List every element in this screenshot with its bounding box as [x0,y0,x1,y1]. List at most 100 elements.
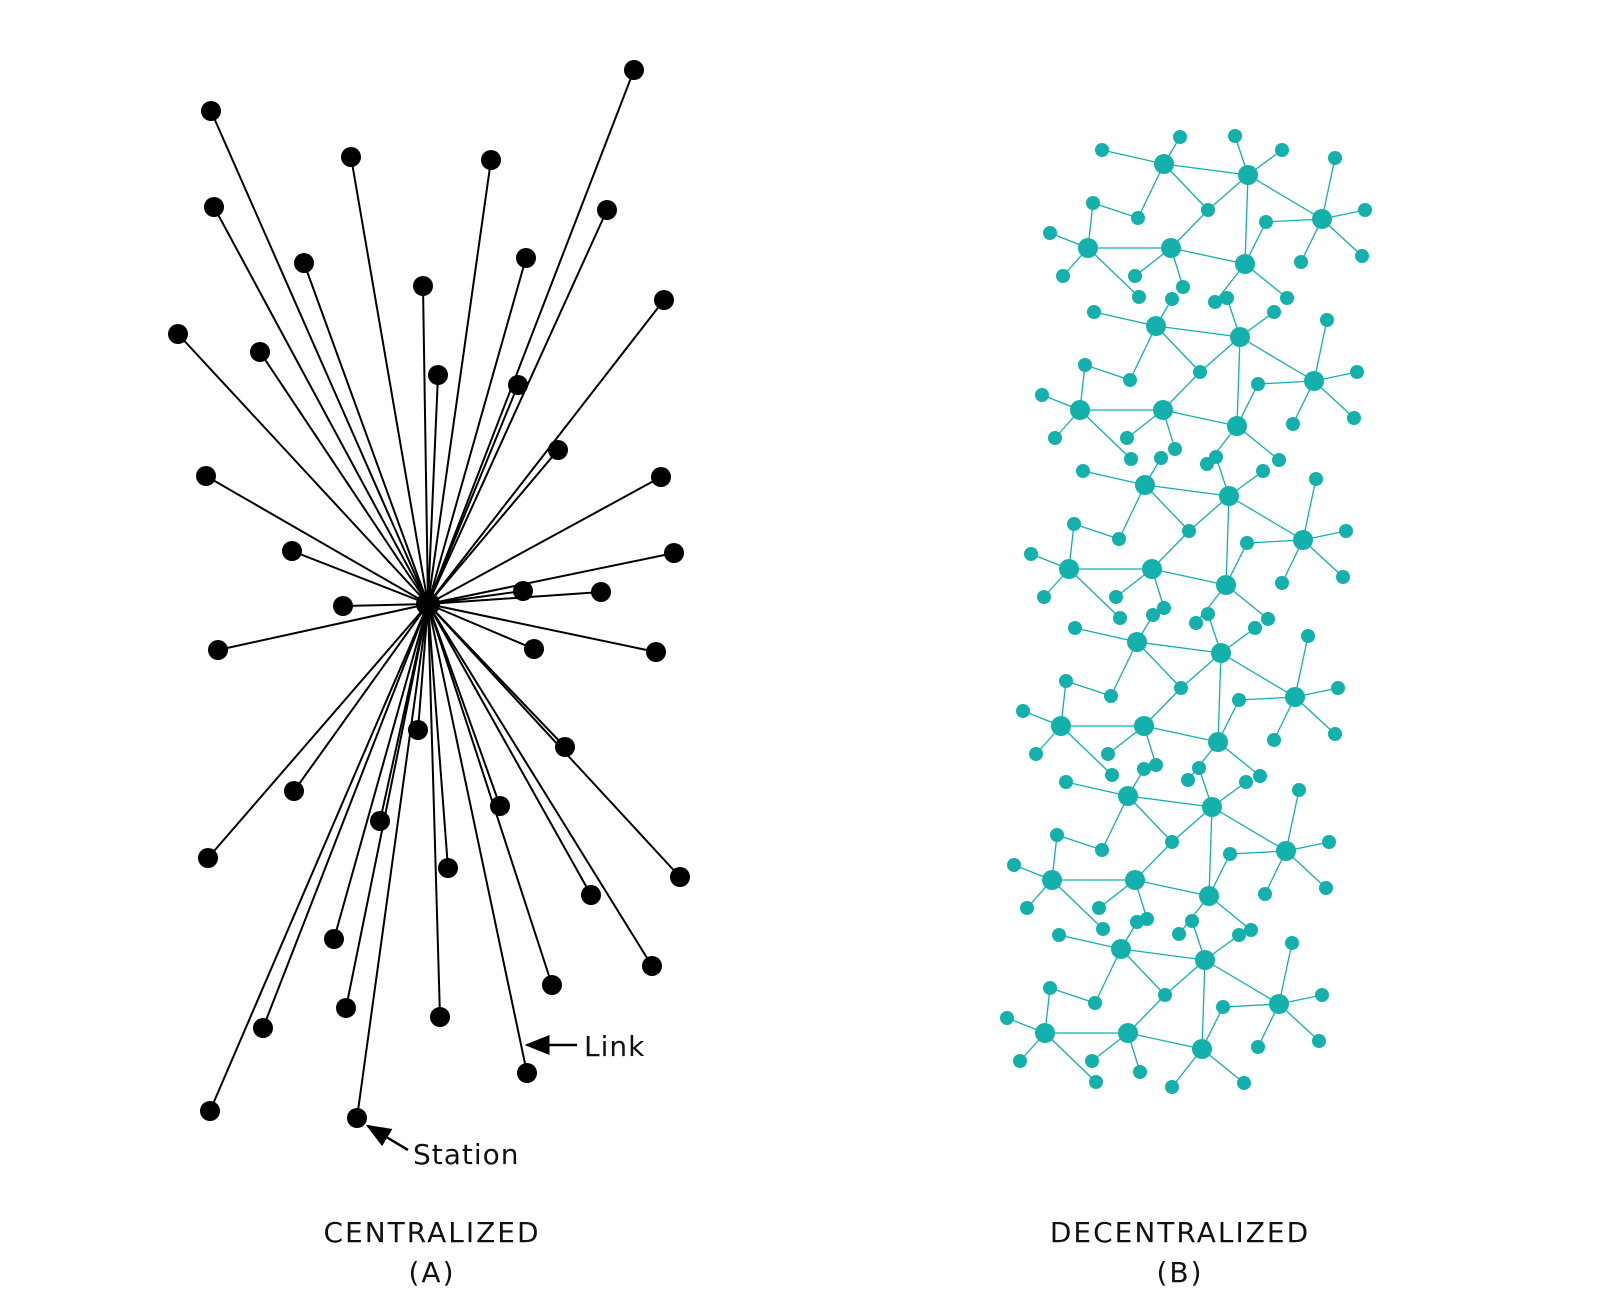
centralized-link [210,110,429,605]
decentralized-node [1294,255,1308,269]
centralized-station [324,929,344,949]
centralized-link [427,603,553,986]
decentralized-node [1192,761,1206,775]
decentralized-subtitle: (B) [1156,1256,1203,1289]
decentralized-node [1301,629,1315,643]
decentralized-link [1082,470,1146,486]
decentralized-node [1350,365,1364,379]
decentralized-link [1144,484,1190,532]
decentralized-node [1154,451,1168,465]
decentralized-cluster-tile [1016,607,1345,787]
centralized-links [177,69,681,1119]
decentralized-link [1051,879,1104,930]
centralized-station [664,543,684,563]
centralized-station [490,796,510,816]
decentralized-hub-node [1227,416,1247,436]
decentralized-node [1275,143,1289,157]
central-hub-node [416,592,440,616]
centralized-link [427,476,662,605]
centralized-link [342,603,429,607]
decentralized-node [1208,295,1222,309]
decentralized-node [1086,196,1100,210]
decentralized-hub-node [1111,939,1131,959]
decentralized-hub-node [1199,886,1219,906]
decentralized-link [1211,806,1287,852]
decentralized-link [1313,319,1328,382]
centralized-stations [168,60,690,1128]
centralized-station [347,1108,367,1128]
decentralized-node [1220,291,1234,305]
centralized-station [201,101,221,121]
centralized-link [427,603,681,878]
decentralized-node [1085,1054,1099,1068]
centralized-link [262,603,429,1029]
decentralized-node [1157,601,1171,615]
decentralized-node [1101,747,1115,761]
decentralized-link [1065,781,1129,797]
decentralized-node [1173,130,1187,144]
decentralized-node [1078,358,1092,372]
decentralized-link [1155,325,1241,338]
centralized-link [303,262,429,605]
centralized-link [427,603,441,1018]
decentralized-node [1201,607,1215,621]
decentralized-node [1248,621,1262,635]
centralized-link [427,552,675,605]
decentralized-node [1146,608,1160,622]
decentralized-node [1331,681,1345,695]
decentralized-node [1275,576,1289,590]
decentralized-node [1104,689,1118,703]
decentralized-node [1251,377,1265,391]
decentralized-node [1272,453,1286,467]
centralized-subtitle: (A) [408,1256,455,1289]
decentralized-node [1095,843,1109,857]
centralized-station [250,342,270,362]
centralized-link [209,603,429,1112]
decentralized-node [1320,313,1334,327]
decentralized-node [1237,1076,1251,1090]
decentralized-link [1208,806,1213,897]
decentralized-link [1225,495,1230,586]
decentralized-cluster-tile [1007,761,1336,941]
decentralized-link [1163,163,1209,211]
centralized-link [427,384,519,605]
decentralized-node [1109,590,1123,604]
centralized-station [642,956,662,976]
centralized-link [427,590,524,605]
decentralized-node [1089,1075,1103,1089]
decentralized-node [1223,847,1237,861]
centralized-station [548,440,568,460]
centralized-station [524,639,544,659]
decentralized-link [1201,959,1206,1050]
decentralized-link [1239,336,1315,382]
centralized-station [204,197,224,217]
decentralized-node [1043,226,1057,240]
decentralized-node [1253,769,1267,783]
centralized-station [555,737,575,757]
decentralized-hub-node [1153,400,1173,420]
decentralized-hub-node [1146,316,1166,336]
decentralized-hub-node [1051,716,1071,736]
decentralized-link [1247,174,1323,220]
centralized-link [259,351,429,605]
decentralized-node [1174,681,1188,695]
decentralized-node [1336,570,1350,584]
decentralized-node [1358,203,1372,217]
decentralized-node [1168,442,1182,456]
decentralized-node [1267,305,1281,319]
decentralized-node [1056,269,1070,283]
centralized-network [168,60,690,1128]
decentralized-node [1182,524,1196,538]
decentralized-node [1216,1000,1230,1014]
decentralized-node [1035,388,1049,402]
decentralized-hub-node [1235,254,1255,274]
centralized-station [481,150,501,170]
decentralized-node [1165,835,1179,849]
centralized-link [427,299,665,605]
centralized-link [427,374,439,605]
decentralized-link [1155,325,1201,373]
centralized-station [333,596,353,616]
centralized-link [417,603,429,731]
decentralized-hub-node [1059,559,1079,579]
decentralized-node [1087,305,1101,319]
